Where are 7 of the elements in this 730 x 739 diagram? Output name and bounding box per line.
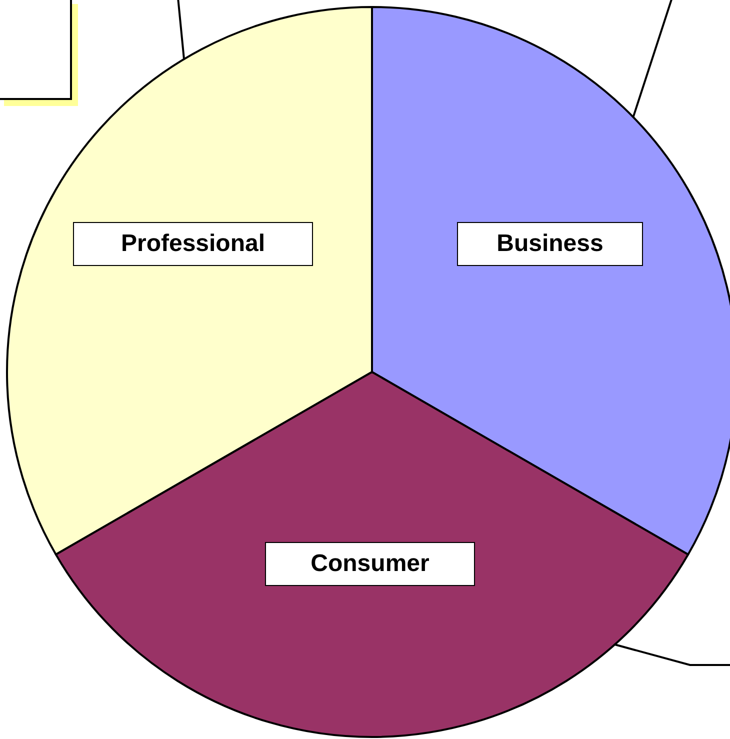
leader-line	[177, 0, 185, 60]
slice-label: Consumer	[265, 542, 475, 586]
leader-line	[632, 0, 673, 118]
pie-chart	[7, 7, 730, 737]
slice-label: Business	[457, 222, 643, 266]
slice-label: Professional	[73, 222, 313, 266]
leader-line	[614, 644, 730, 666]
